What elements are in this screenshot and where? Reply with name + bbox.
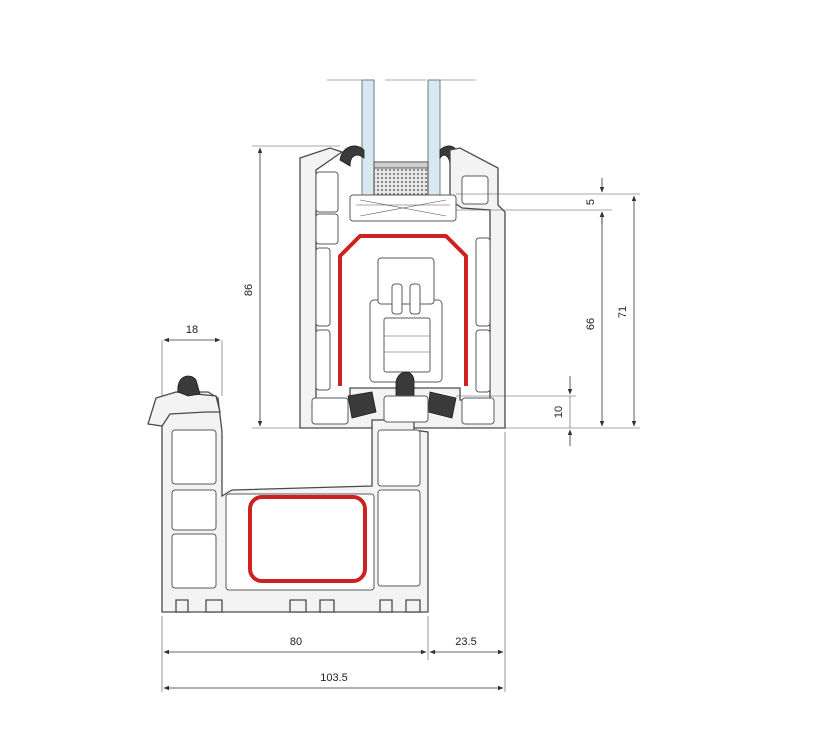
dim-label-66: 66 (585, 318, 597, 330)
frame-profile (147, 375, 429, 613)
dimension-labels: 86 18 80 23.5 103.5 5 66 71 10 (186, 199, 629, 684)
dim-label-5: 5 (585, 199, 597, 205)
dimension-lines (163, 147, 637, 691)
glass-pane-outer (427, 79, 441, 199)
glazing-unit (327, 79, 476, 199)
center-seals (347, 371, 457, 423)
dim-label-10: 10 (553, 406, 565, 418)
dim-label-23-5: 23.5 (455, 636, 476, 648)
extension-lines (161, 145, 640, 692)
dim-label-71: 71 (617, 306, 629, 318)
dim-label-86: 86 (243, 284, 255, 296)
dim-label-18: 18 (186, 324, 198, 336)
sash-reinforcement (338, 234, 468, 386)
sash-profile (299, 147, 506, 429)
frame-reinforcement (248, 495, 367, 583)
glass-pane-inner (361, 79, 375, 199)
dim-label-80: 80 (290, 636, 302, 648)
dim-label-103-5: 103.5 (320, 672, 348, 684)
